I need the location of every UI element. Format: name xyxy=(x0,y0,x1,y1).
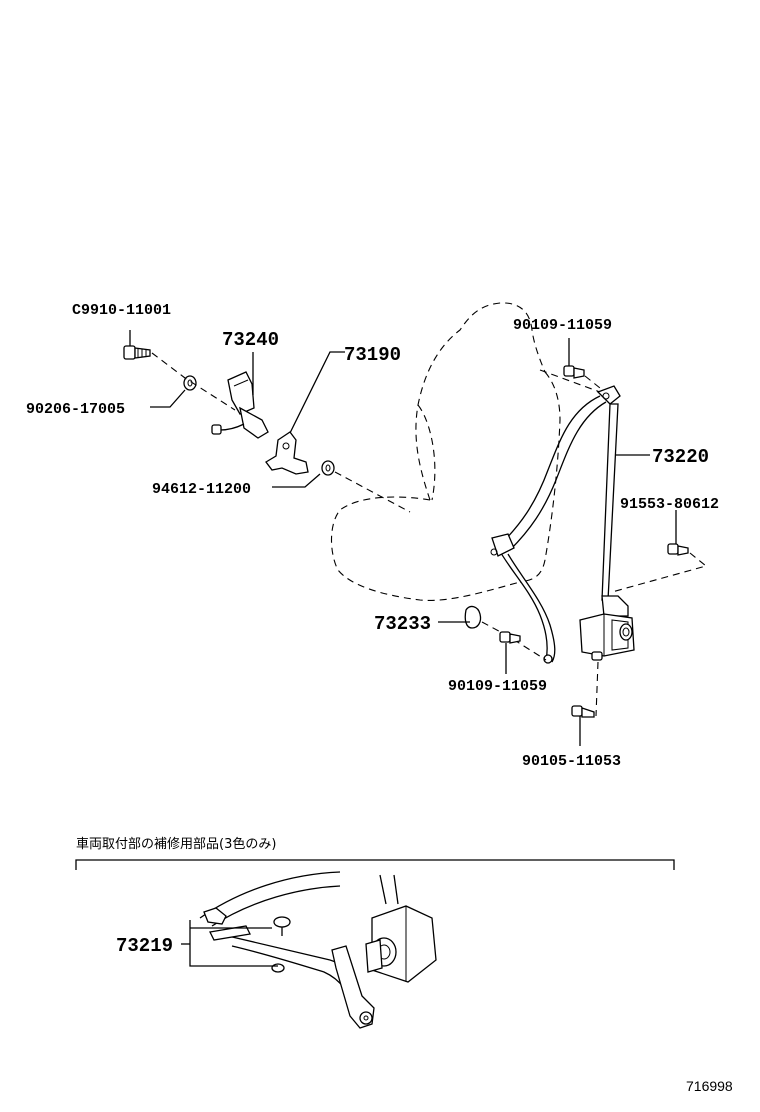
label-90206-17005: 90206-17005 xyxy=(26,401,125,418)
label-73219: 73219 xyxy=(116,935,173,957)
washer-90206-17005 xyxy=(150,375,197,408)
washer-94612-11200 xyxy=(272,460,335,488)
inset-caption: 車両取付部の補修用部品(3色のみ) xyxy=(76,836,276,852)
label-90105-11053: 90105-11053 xyxy=(522,753,621,770)
label-90109-11059-top: 90109-11059 xyxy=(513,317,612,334)
label-73190: 73190 xyxy=(344,344,401,366)
label-73240: 73240 xyxy=(222,329,279,351)
inset-frame xyxy=(75,859,675,870)
anchor-bracket-73190 xyxy=(265,351,345,475)
seat-belt-buckle-73240 xyxy=(211,352,269,439)
label-73233: 73233 xyxy=(374,613,431,635)
label-90109-11059-bottom: 90109-11059 xyxy=(448,678,547,695)
reference-number: 716998 xyxy=(686,1078,733,1094)
label-91553-80612: 91553-80612 xyxy=(620,496,719,513)
seat-belt-retractor-assembly-73220 xyxy=(490,385,650,664)
label-c9910-11001: C9910-11001 xyxy=(72,302,171,319)
bolt-90105-11053 xyxy=(571,661,599,746)
inset-drawing xyxy=(181,871,437,1029)
bolt-91553-80612 xyxy=(667,510,689,556)
bolt-90109-11059-bottom xyxy=(499,631,521,674)
label-94612-11200: 94612-11200 xyxy=(152,481,251,498)
bolt-c9910-11001 xyxy=(123,330,151,360)
label-73220: 73220 xyxy=(652,446,709,468)
bolt-90109-11059-top xyxy=(563,338,585,379)
belt-cover-73233 xyxy=(438,605,482,629)
seat-outline xyxy=(331,302,561,601)
